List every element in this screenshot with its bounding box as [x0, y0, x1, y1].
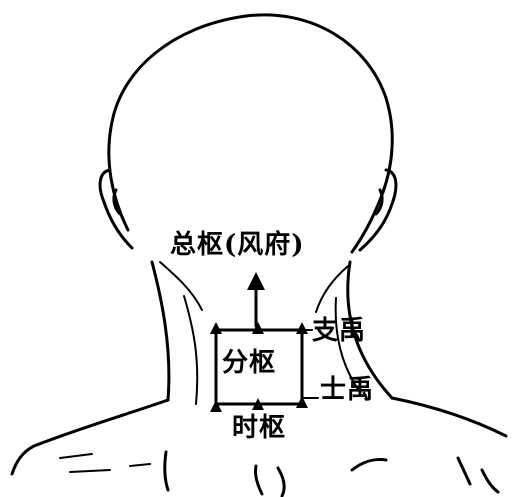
neck-left-contour — [152, 262, 169, 400]
label-shishu: 时枢 — [232, 415, 286, 441]
neck-right-inner — [316, 266, 348, 312]
point-top-right — [296, 322, 308, 334]
point-bottom-left — [210, 400, 222, 412]
back-stroke-left-1 — [60, 454, 150, 472]
label-shiyu: 士禹 — [320, 377, 374, 403]
neck-left-inner — [160, 262, 202, 310]
head-outline — [109, 15, 392, 252]
right-shoulder — [392, 398, 506, 436]
label-fenshu: 分枢 — [222, 350, 276, 376]
neck-left-muscle — [184, 296, 197, 404]
label-zhiyu: 支禹 — [312, 318, 366, 344]
back-stroke-left-2 — [165, 452, 168, 490]
point-top-center — [252, 322, 264, 334]
point-top-left — [210, 322, 222, 334]
left-shoulder — [12, 400, 168, 474]
back-stroke-right — [352, 458, 498, 492]
arrow-head-zongshu — [247, 272, 265, 290]
right-ear — [360, 170, 396, 250]
left-ear — [100, 170, 132, 248]
label-zongshu-fengfu: 总枢(风府) — [170, 232, 305, 258]
back-stroke-center — [255, 466, 284, 496]
